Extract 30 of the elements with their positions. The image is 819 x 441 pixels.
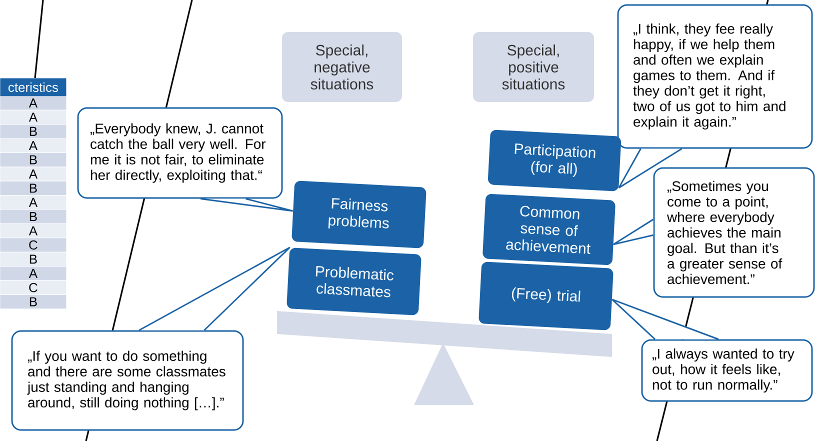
table-cell: B xyxy=(0,252,66,266)
table-cell: A xyxy=(0,167,66,181)
callout-tail xyxy=(618,148,683,189)
table-cell: A xyxy=(0,196,66,210)
table-cell: A xyxy=(0,138,66,152)
situation-box: Special, negative situations xyxy=(282,32,402,102)
concept-box: Common sense of achievement xyxy=(482,194,616,266)
table-cell: C xyxy=(0,238,66,252)
concept-box: Fairness problems xyxy=(292,180,426,248)
table-cell: A xyxy=(0,266,66,280)
table-cell: B xyxy=(0,210,66,224)
callout-tail xyxy=(611,298,720,340)
table-cell: B xyxy=(0,181,66,195)
callout-tail xyxy=(200,198,294,212)
table-cell: B xyxy=(0,153,66,167)
concept-box: Participation (for all) xyxy=(488,130,622,192)
situation-box: Special, positive situations xyxy=(473,32,594,102)
table-header: cteristics xyxy=(0,78,66,96)
speech-bubble: „I think, they fee really happy, if we help them and often we explain games to them. And if they don’t get it right, two of us got to him and explain it again.” xyxy=(617,4,813,149)
table-cell: A xyxy=(0,224,66,238)
speech-bubble: „If you want to do something and there are some classmates just standing and hanging around, still doing nothing […].” xyxy=(11,330,244,431)
table-cell: A xyxy=(0,110,66,124)
callout-tail xyxy=(612,218,654,246)
table-cell: B xyxy=(0,124,66,138)
table-cell: B xyxy=(0,295,66,309)
concept-box: (Free) trial xyxy=(478,262,614,330)
concept-box: Problematic classmates xyxy=(286,248,422,316)
callout-tail xyxy=(138,246,291,331)
table-cell: C xyxy=(0,280,66,294)
table-cell: A xyxy=(0,96,66,110)
